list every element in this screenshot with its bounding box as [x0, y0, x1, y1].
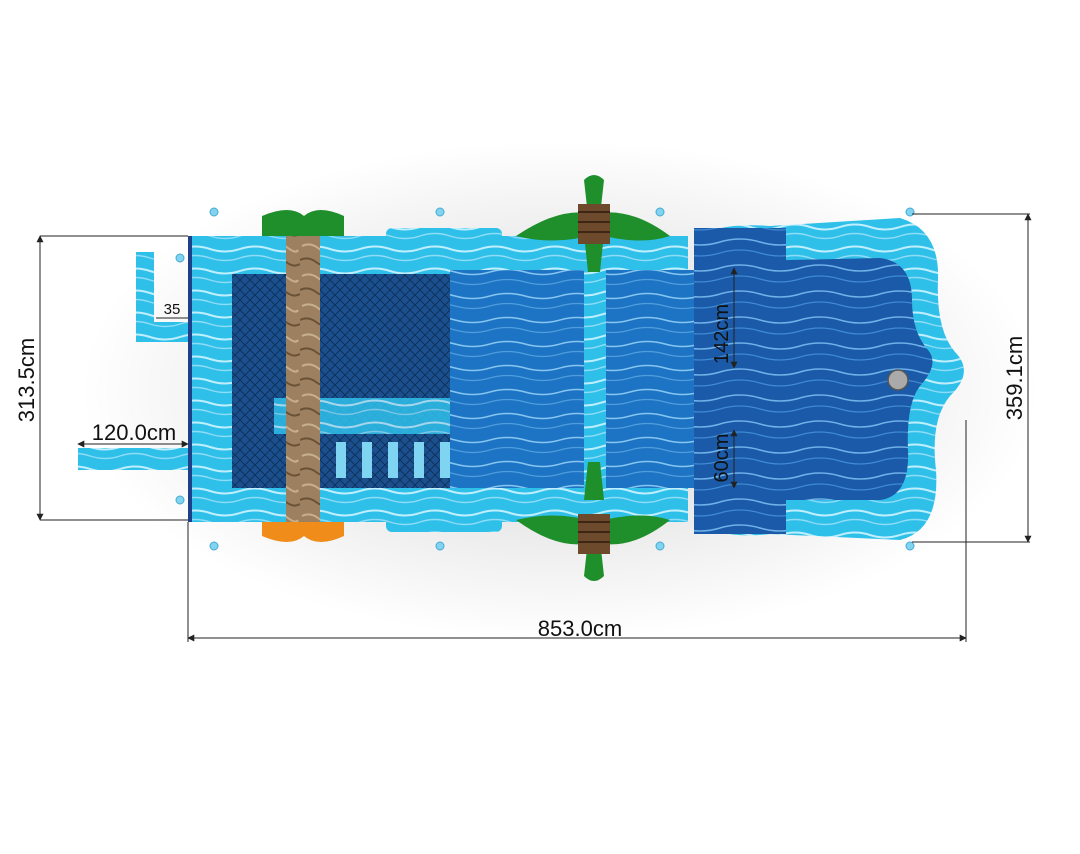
slide-lane-left	[450, 270, 584, 488]
entrance-ramp	[78, 448, 190, 470]
entrance-step-label: 35	[164, 301, 181, 318]
slide-height-label: 142cm	[711, 304, 733, 364]
anchor-points	[175, 207, 915, 551]
palm-tree-top	[516, 175, 670, 272]
platform-height-label: 60cm	[711, 434, 733, 483]
entrance-length-label: 120.0cm	[92, 420, 176, 445]
right-width-label: 359.1cm	[1002, 336, 1027, 420]
bottom-tube	[386, 516, 502, 532]
entrance-step-horizontal	[136, 322, 188, 342]
dimension-lines	[36, 213, 1032, 642]
top-tube	[386, 228, 502, 244]
rock-climbing-wall	[286, 236, 320, 522]
rock-wall-top-cap	[262, 210, 344, 236]
slide-lane-right	[606, 270, 696, 488]
total-length-label: 853.0cm	[538, 616, 622, 641]
front-edge	[188, 236, 192, 522]
slide-divider	[584, 240, 606, 520]
palm-tree-bottom	[516, 462, 670, 581]
splash-pool	[700, 258, 933, 500]
entrance-step-vertical	[136, 252, 154, 342]
left-width-label: 313.5cm	[14, 338, 39, 422]
rock-wall-bottom-cap	[262, 522, 344, 542]
pool-drain	[887, 369, 909, 391]
